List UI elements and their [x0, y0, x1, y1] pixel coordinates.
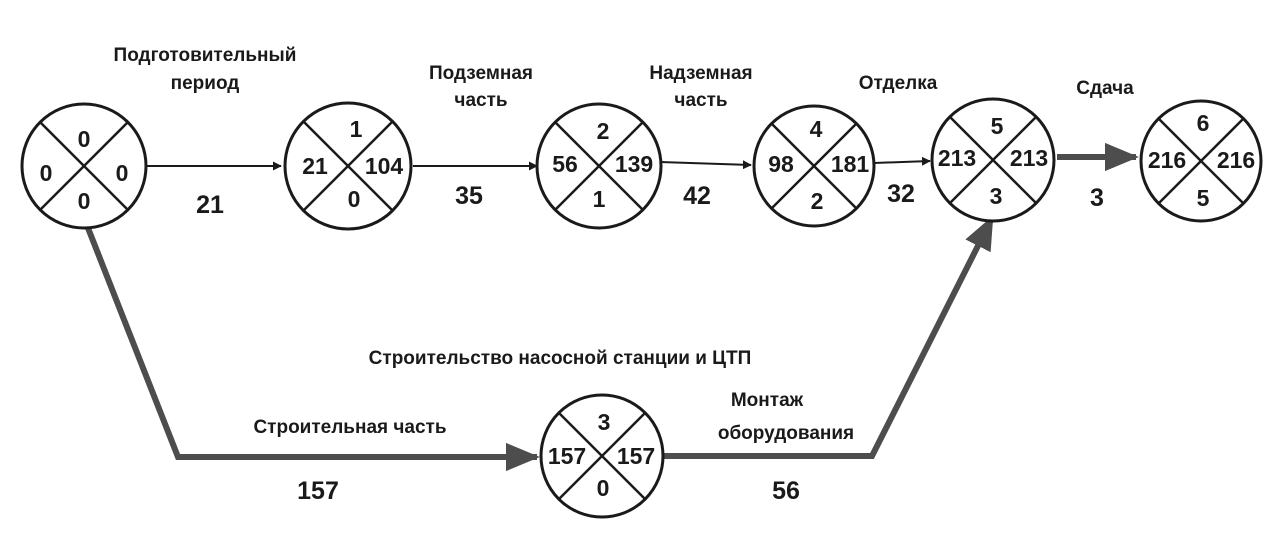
event-early-time: 98 — [768, 151, 794, 177]
event-late-time: 157 — [617, 443, 655, 469]
event-early-time: 21 — [302, 153, 328, 179]
event-late-time: 0 — [116, 160, 129, 186]
event-reserve: 0 — [78, 188, 91, 214]
event-early-number: 4 — [810, 116, 823, 142]
event-late-time: 104 — [365, 153, 404, 179]
activity-name-podgotovitelny-line2: период — [171, 73, 240, 94]
event-early-time: 157 — [548, 443, 586, 469]
activity-arrows — [85, 142, 1139, 472]
event-reserve: 1 — [593, 186, 606, 212]
event-reserve: 2 — [811, 188, 824, 214]
event-late-time: 213 — [1010, 145, 1048, 171]
activity-duration: 56 — [772, 477, 800, 505]
activity-name-podzemnaya-line2: часть — [454, 90, 507, 111]
event-node: 2 56 139 1 — [535, 102, 663, 230]
event-late-time: 181 — [831, 151, 870, 177]
activity-duration: 35 — [455, 182, 483, 210]
event-early-time: 0 — [40, 160, 53, 186]
event-reserve: 5 — [1197, 185, 1210, 211]
event-early-time: 213 — [938, 145, 976, 171]
event-late-time: 139 — [615, 151, 653, 177]
arrow-nadzemnaya-chast — [659, 160, 752, 170]
event-early-number: 5 — [991, 113, 1004, 139]
activity-name-stroitelnaya: Строительная часть — [253, 417, 446, 438]
activity-duration: 3 — [1090, 184, 1104, 212]
event-node: 3 157 157 0 — [539, 393, 665, 519]
activity-labels: Подготовительный период 21 Подземная час… — [114, 45, 1135, 505]
event-early-time: 56 — [552, 151, 578, 177]
activity-duration: 21 — [196, 191, 224, 219]
activity-name-podgotovitelny: Подготовительный — [114, 45, 297, 66]
event-reserve: 0 — [348, 186, 361, 212]
arrow-montazh-oborudovaniya — [664, 215, 995, 459]
event-reserve: 0 — [597, 475, 610, 501]
event-reserve: 3 — [990, 183, 1003, 209]
event-early-time: 216 — [1148, 147, 1186, 173]
group-label: Строительство насосной станции и ЦТП — [369, 348, 752, 369]
event-early-number: 3 — [598, 409, 611, 435]
event-early-number: 6 — [1197, 110, 1210, 136]
activity-name-montazh-line2: оборудования — [718, 423, 854, 444]
event-late-time: 216 — [1217, 147, 1255, 173]
event-early-number: 0 — [78, 126, 91, 152]
event-node: 5 213 213 3 — [930, 97, 1056, 223]
activity-name-otdelka: Отделка — [859, 73, 938, 94]
activity-name-montazh: Монтаж — [731, 390, 804, 411]
arrow-stroitelnaya-chast — [85, 226, 540, 472]
event-early-number: 2 — [597, 118, 610, 144]
activity-duration: 32 — [887, 180, 915, 208]
activity-name-nadzemnaya: Надземная — [649, 63, 752, 84]
arrow-otdelka — [873, 156, 931, 166]
activity-name-nadzemnaya-line2: часть — [674, 90, 727, 111]
activity-duration: 42 — [683, 182, 711, 210]
activity-name-sdacha: Сдача — [1076, 78, 1134, 99]
event-early-number: 1 — [350, 116, 363, 142]
event-node: 1 21 104 0 — [283, 101, 413, 231]
event-node: 4 98 181 2 — [752, 104, 876, 228]
activity-duration: 157 — [297, 477, 339, 505]
event-node: 6 216 216 5 — [1139, 99, 1263, 223]
activity-name-podzemnaya: Подземная — [429, 63, 533, 84]
event-node: 0 0 0 0 — [20, 102, 148, 230]
